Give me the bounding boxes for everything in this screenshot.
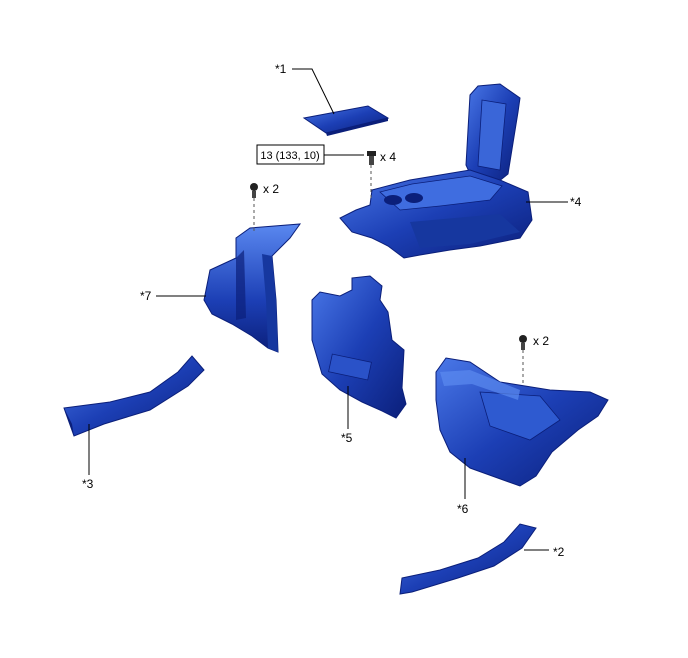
leader-1 [292,68,335,115]
torque-spec-box [256,144,325,165]
count-clip-left: x 2 [263,182,279,196]
leader-lines [88,68,568,551]
label-part-3: *3 [82,477,94,491]
label-part-4: *4 [570,195,582,209]
part-4-console-box [339,83,533,259]
count-clip-right: x 2 [533,334,549,348]
bolt-console [367,151,376,200]
part-3-sill-strip [63,355,205,437]
label-part-2: *2 [553,545,565,559]
part-5-center-panel [311,275,407,419]
torque-spec-text: 13 (133, 10) [260,150,319,162]
part-2-sill-strip [399,523,537,595]
label-part-7: *7 [140,289,152,303]
count-bolt-console: x 4 [380,150,396,164]
clip-right [519,335,527,386]
clip-left [250,183,258,234]
label-part-6: *6 [457,502,469,516]
label-part-1: *1 [275,62,287,76]
part-7-side-panel [203,223,302,353]
part-6-side-panel [435,357,609,487]
part-1-pad [302,105,390,136]
label-part-5: *5 [341,431,353,445]
